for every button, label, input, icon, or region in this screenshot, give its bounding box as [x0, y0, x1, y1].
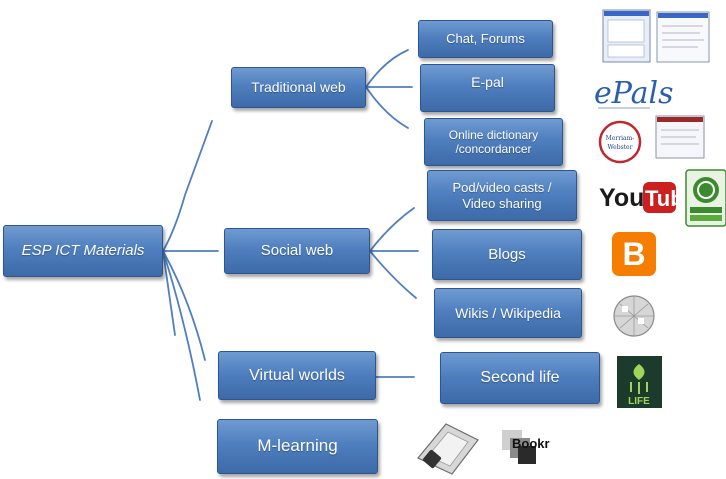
root-connector-virtual — [162, 250, 206, 361]
social-web-label: Social web — [260, 242, 334, 259]
youtube-logo: You Tube — [599, 182, 696, 213]
pod-video-casts-label: Pod/video casts / Video sharing — [452, 179, 552, 211]
podnova-logo — [685, 169, 726, 227]
online-dictionary-label: Online dictionary /concordancer — [448, 127, 539, 156]
wikis-wikipedia-label: Wikis / Wikipedia — [455, 304, 561, 321]
connector-lines — [162, 49, 419, 401]
chat-forums-label: Chat, Forums — [446, 31, 525, 47]
social-connector-wikis — [369, 250, 417, 299]
youtube-you-text: You — [599, 184, 644, 212]
root-node: ESP ICT Materials — [3, 225, 163, 277]
ebook-reader-icon — [417, 423, 479, 475]
root-connector-mlearning — [162, 250, 201, 401]
pod-video-casts-node: Pod/video casts / Video sharing — [427, 170, 577, 221]
wikis-wikipedia-node: Wikis / Wikipedia — [434, 288, 582, 338]
blogs-node: Blogs — [432, 229, 582, 280]
e-pal-label: E-pal — [471, 74, 504, 90]
svg-text:Webster: Webster — [608, 144, 633, 151]
bookr-logo: Bookr — [502, 430, 550, 464]
screenshot-thumbnail — [602, 9, 710, 63]
second-life-logo-text: LIFE — [628, 396, 650, 407]
e-pal-node: E-pal — [420, 64, 555, 112]
social-connector-pod — [369, 207, 415, 252]
root-connector-extra — [162, 250, 176, 336]
virtual-worlds-label: Virtual worlds — [249, 366, 345, 384]
m-learning-node: M-learning — [217, 419, 378, 474]
wikipedia-globe-logo — [613, 295, 655, 337]
blogger-logo-text: B — [622, 236, 645, 272]
trad-connector-dict — [365, 86, 409, 129]
chat-forums-node: Chat, Forums — [418, 20, 553, 58]
virtual-worlds-node: Virtual worlds — [218, 351, 376, 400]
root-node-label: ESP ICT Materials — [21, 242, 145, 259]
second-life-label: Second life — [480, 369, 560, 387]
blogger-logo: B — [612, 232, 656, 276]
second-life-node: Second life — [440, 352, 600, 404]
traditional-web-label: Traditional web — [251, 79, 346, 96]
dictionary-screenshot-thumbnail — [655, 115, 705, 159]
svg-text:Merriam-: Merriam- — [606, 135, 635, 142]
blogs-label: Blogs — [488, 245, 526, 263]
merriam-webster-logo: Merriam- Webster — [598, 120, 642, 164]
online-dictionary-node: Online dictionary /concordancer — [424, 118, 563, 166]
epals-logo-text: ePals — [594, 76, 673, 111]
root-connector-trad — [162, 120, 213, 252]
traditional-web-node: Traditional web — [231, 67, 366, 108]
second-life-logo: LIFE — [617, 356, 662, 408]
bookr-logo-text: Bookr — [512, 436, 550, 451]
m-learning-label: M-learning — [257, 436, 338, 456]
trad-connector-chat — [365, 49, 409, 88]
epals-logo: ePals — [594, 76, 673, 111]
social-web-node: Social web — [224, 228, 370, 274]
